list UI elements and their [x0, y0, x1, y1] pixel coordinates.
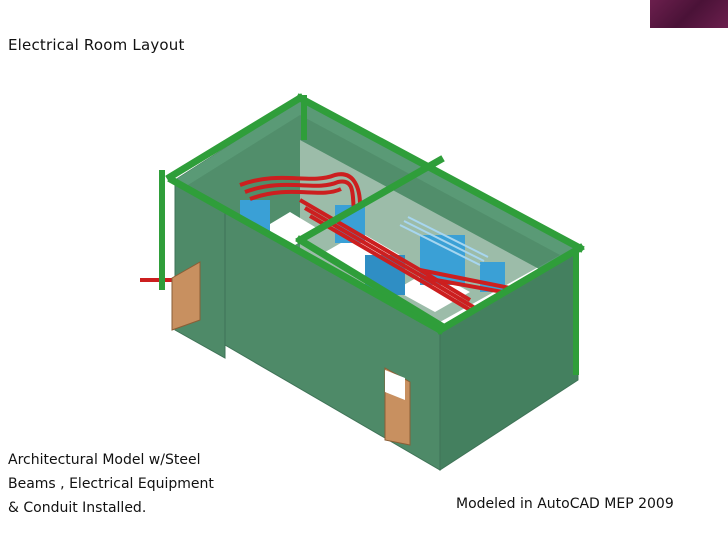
caption-line-3: & Conduit Installed. — [8, 500, 147, 516]
corner-accent-block — [650, 0, 728, 28]
caption-line-1: Architectural Model w/Steel — [8, 452, 201, 468]
software-credit: Modeled in AutoCAD MEP 2009 — [456, 496, 674, 512]
model-caption: Architectural Model w/Steel Beams , Elec… — [8, 448, 214, 520]
floor-opening-2 — [395, 270, 470, 312]
door-left — [171, 261, 201, 331]
steel-columns — [159, 95, 579, 375]
steel-beams — [165, 93, 585, 335]
slide-title: Electrical Room Layout — [8, 36, 185, 54]
door-opening-right — [385, 370, 405, 400]
cable-tray — [399, 216, 489, 266]
caption-line-2: Beams , Electrical Equipment — [8, 476, 214, 492]
